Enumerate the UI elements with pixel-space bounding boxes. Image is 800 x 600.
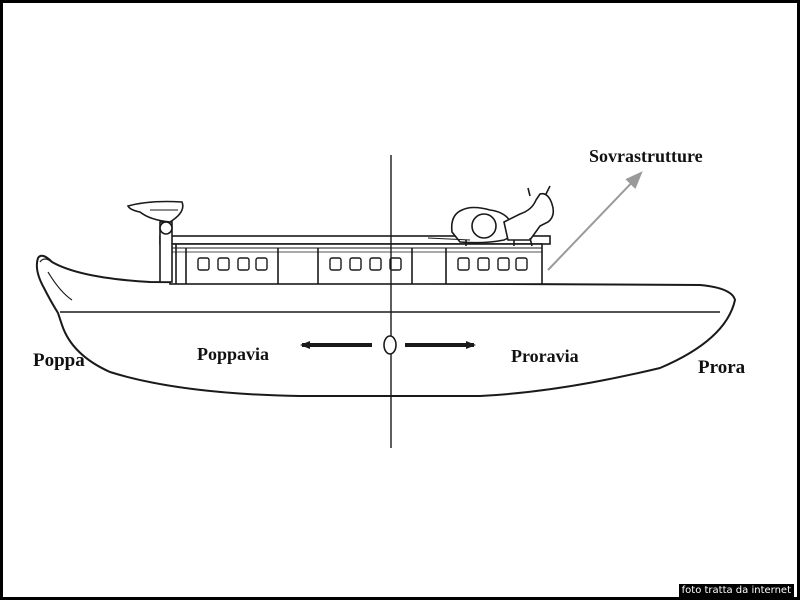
label-prora: Prora	[698, 357, 746, 378]
hull-outline	[35, 254, 737, 397]
label-sovrastrutture: Sovrastrutture	[589, 146, 703, 166]
label-poppa: Poppa	[33, 350, 85, 371]
center-marker	[383, 335, 397, 355]
stern-finial	[126, 200, 184, 283]
label-poppavia: Poppavia	[197, 344, 270, 364]
stern-detail	[47, 271, 73, 301]
superstructure-arrow	[547, 171, 643, 271]
bow-figure	[427, 185, 555, 247]
cabin-windows	[197, 257, 528, 271]
label-proravia: Proravia	[511, 346, 579, 366]
hull	[35, 254, 737, 397]
stern-curl	[39, 258, 53, 263]
photo-credit: foto tratta da internet	[678, 584, 794, 598]
